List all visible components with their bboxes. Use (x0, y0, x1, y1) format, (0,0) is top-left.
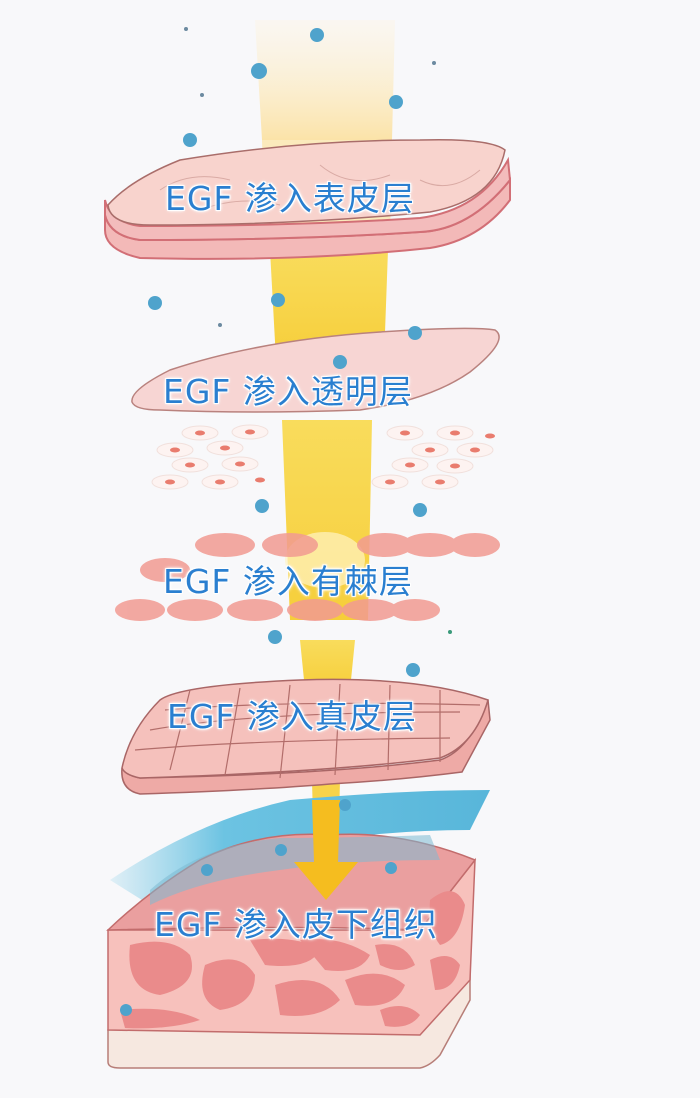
subcutaneous-layer-graphic (106, 833, 477, 1069)
water-droplets (120, 27, 452, 1016)
spinous-cells-graphic (115, 533, 500, 621)
label-spinous-layer: EGF 渗入有棘层 (163, 562, 413, 601)
label-dermis: EGF 渗入真皮层 (167, 697, 417, 736)
granular-cells-graphic (151, 424, 495, 490)
label-clear-layer: EGF 渗入透明层 (163, 372, 413, 411)
water-band-graphic (110, 790, 490, 905)
clear-layer-graphic (131, 327, 500, 413)
label-subcutaneous: EGF 渗入皮下组织 (154, 905, 438, 944)
arrow-down-icon (294, 800, 358, 900)
epidermis-layer-graphic (104, 138, 512, 260)
dermis-layer-graphic (121, 678, 491, 795)
label-epidermis: EGF 渗入表皮层 (165, 179, 415, 218)
